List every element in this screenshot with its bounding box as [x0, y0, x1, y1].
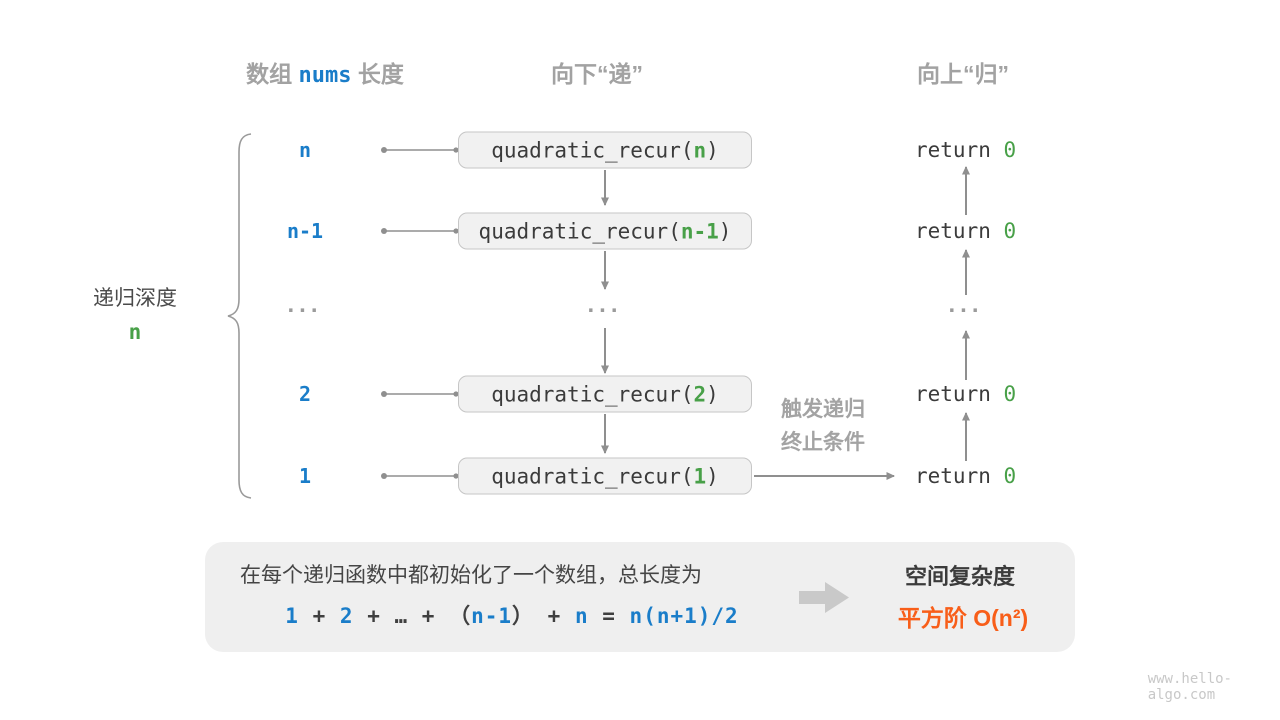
length-label-n: n	[298, 138, 312, 162]
space-complexity-value: 平方阶 O(n²)	[897, 605, 1029, 631]
watermark: www.hello-algo.com	[1147, 671, 1232, 703]
eq-op: +	[408, 604, 450, 628]
recursion-depth-brace	[227, 133, 252, 499]
call-fn: quadratic_recur(	[491, 382, 694, 406]
connector-row-n-1	[381, 228, 459, 234]
return-keyword: return	[915, 464, 1004, 488]
summary-box	[205, 542, 1075, 652]
eq-term: 2	[339, 604, 354, 628]
call-text-1: quadratic_recur(1)	[491, 464, 719, 488]
call-close: )	[706, 464, 719, 488]
connector-row-n	[381, 147, 459, 153]
base-case-note-line2: 终止条件	[781, 431, 865, 454]
space-complexity-title: 空间复杂度	[904, 564, 1016, 589]
call-fn: quadratic_recur(	[491, 138, 694, 162]
return-keyword: return	[915, 382, 1004, 406]
summary-description: 在每个递归函数中都初始化了一个数组，总长度为	[240, 564, 702, 587]
length-label-2: 2	[298, 382, 312, 406]
call-arg: n-1	[680, 219, 719, 243]
eq-op: +	[353, 604, 395, 628]
call-arg: 1	[693, 464, 707, 488]
ellipsis-return-column: ...	[948, 291, 984, 318]
return-value: 0	[1003, 219, 1017, 243]
eq-term: n-1	[471, 604, 513, 628]
ellipsis-length-column: ...	[287, 291, 323, 318]
return-keyword: return	[915, 219, 1004, 243]
call-box-n: quadratic_recur(n)	[458, 131, 752, 169]
summary-equation: 1 + 2 + … + （n-1） + n = n(n+1)/2	[285, 600, 738, 630]
column-header-return-up: 向上“归”	[917, 61, 1009, 87]
ellipsis-call-column: ...	[587, 291, 623, 318]
recursion-depth-value: n	[128, 320, 142, 344]
return-value: 0	[1003, 464, 1017, 488]
eq-result: n(n+1)/2	[629, 604, 739, 628]
return-value: 0	[1003, 138, 1017, 162]
call-fn: quadratic_recur(	[478, 219, 681, 243]
call-text-n-1: quadratic_recur(n-1)	[479, 219, 732, 243]
call-text-n: quadratic_recur(n)	[491, 138, 719, 162]
return-statement-1: return 0	[915, 464, 1016, 488]
call-box-n-1: quadratic_recur(n-1)	[458, 212, 752, 250]
call-box-1: quadratic_recur(1)	[458, 457, 752, 495]
column-header-array-length: 数组 nums 长度	[246, 55, 404, 89]
return-statement-n: return 0	[915, 138, 1016, 162]
header-nums-code: nums	[298, 63, 352, 88]
eq-term: n	[574, 604, 589, 628]
eq-paren: ）	[512, 604, 535, 628]
length-label-n-1: n-1	[286, 219, 324, 243]
header-array-prefix: 数组	[246, 61, 299, 87]
return-keyword: return	[915, 138, 1004, 162]
connector-row-1	[381, 473, 459, 479]
call-box-2: quadratic_recur(2)	[458, 375, 752, 413]
call-arg: n	[693, 138, 707, 162]
call-close: )	[706, 138, 719, 162]
call-arg: 2	[693, 382, 707, 406]
return-statement-n-1: return 0	[915, 219, 1016, 243]
eq-op: +	[298, 604, 340, 628]
recursion-depth-label: 递归深度	[93, 287, 177, 310]
eq-paren: （	[449, 604, 472, 628]
base-case-note-line1: 触发递归	[781, 398, 865, 421]
eq-ellipsis: …	[394, 604, 409, 628]
call-text-2: quadratic_recur(2)	[491, 382, 719, 406]
call-close: )	[718, 219, 732, 243]
column-header-recur-down: 向下“递”	[551, 61, 643, 87]
header-array-suffix: 长度	[351, 61, 404, 87]
eq-op: +	[534, 604, 575, 628]
eq-term: 1	[285, 604, 299, 628]
length-label-1: 1	[298, 464, 312, 488]
return-statement-2: return 0	[915, 382, 1016, 406]
eq-equals: =	[588, 604, 630, 628]
call-fn: quadratic_recur(	[491, 464, 694, 488]
call-close: )	[706, 382, 719, 406]
connector-row-2	[381, 391, 459, 397]
return-value: 0	[1003, 382, 1017, 406]
